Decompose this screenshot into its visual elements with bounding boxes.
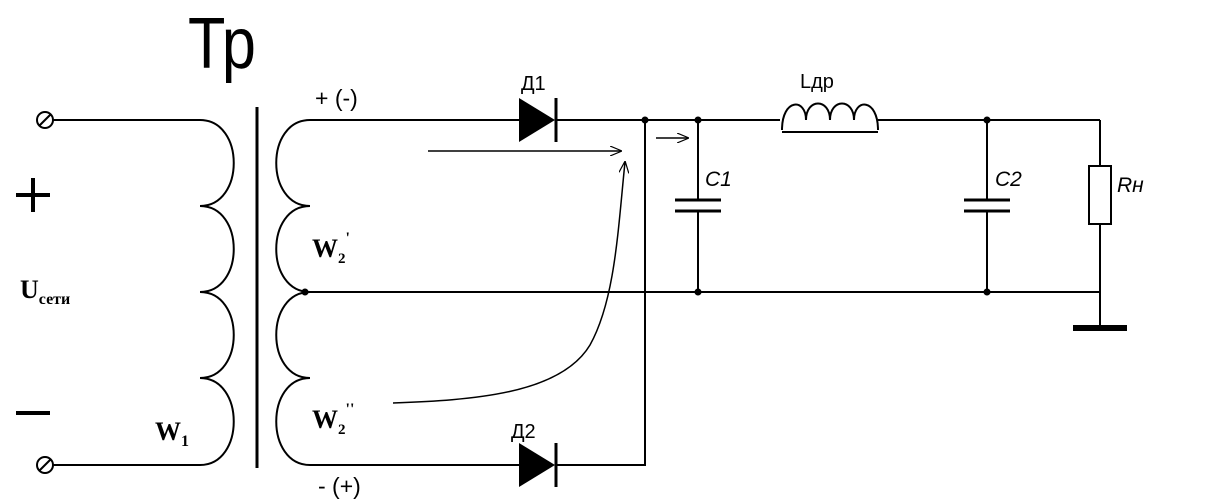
junction-dot [301, 288, 309, 296]
secondary-upper-label: W2' [312, 230, 350, 267]
mains-voltage-label: Uсети [20, 275, 70, 308]
capacitor-c2-label: C2 [995, 168, 1022, 191]
inductor-label: Lдр [800, 71, 834, 93]
input-terminal-top [36, 111, 54, 129]
capacitor-c2-icon [964, 120, 1010, 292]
primary-winding [199, 119, 235, 466]
lower-polarity-label: - (+) [318, 473, 361, 499]
diode-d2-label: Д2 [511, 421, 536, 443]
junction-dot [641, 116, 649, 124]
lower-rail-right [556, 120, 646, 466]
capacitor-c1-label: C1 [705, 168, 732, 191]
inductor-icon [781, 102, 879, 133]
plus-sign-icon [16, 178, 50, 212]
resistor-label: Rн [1117, 174, 1144, 197]
diode-d2-icon [519, 443, 558, 487]
input-terminal-bottom [36, 456, 54, 474]
primary-winding-label: W1 [155, 417, 189, 450]
current-arrow-lower [392, 162, 625, 404]
capacitor-c1-icon [675, 120, 721, 292]
diode-d1-icon [519, 98, 558, 142]
diode-d1-label: Д1 [521, 73, 546, 95]
resistor-icon [1088, 120, 1112, 326]
upper-polarity-label: + (-) [315, 85, 358, 111]
secondary-lower-label: W2'' [312, 401, 354, 438]
transformer-title: Тр [188, 4, 256, 84]
